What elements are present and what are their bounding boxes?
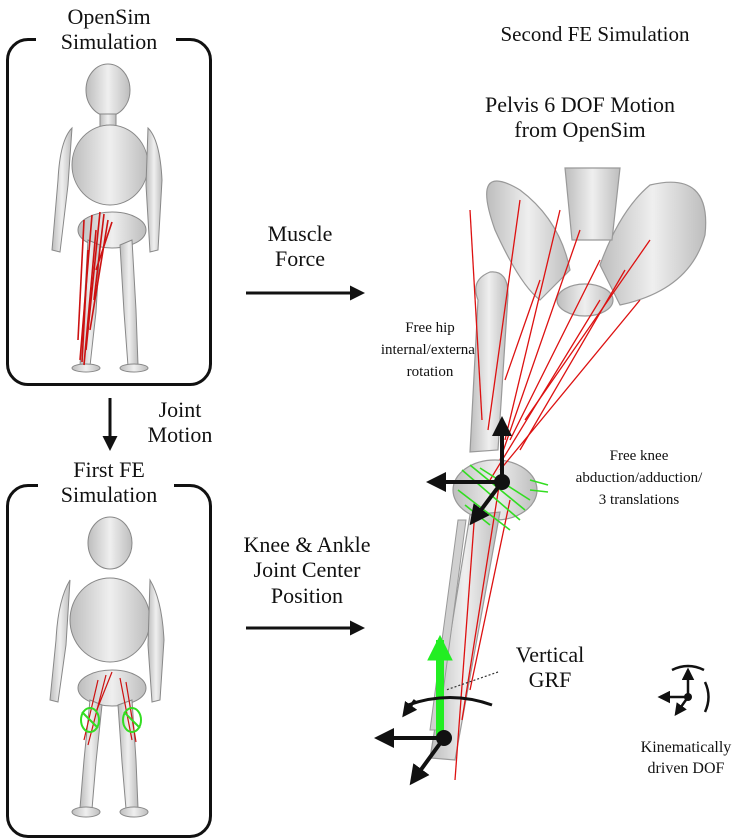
- kinematic-dof-legend-icon: [657, 664, 710, 717]
- second-fe-panel-title: Second FE Simulation: [500, 22, 690, 46]
- ankle-kinematic-frame: [374, 728, 446, 786]
- knee-kinematic-frame: [426, 416, 512, 526]
- opensim-skeleton-figure: [51, 63, 163, 373]
- first-fe-skeleton-figure: [49, 516, 165, 818]
- opensim-muscles: [77, 211, 113, 366]
- first-fe-knee-ligaments: [80, 707, 142, 733]
- pelvis-bone: [486, 167, 707, 317]
- ankle-joint-center: [436, 730, 452, 746]
- grf-leader-line: [445, 671, 499, 691]
- knee-joint-center: [494, 474, 510, 490]
- leg-muscles: [454, 199, 651, 781]
- femur-bone: [469, 271, 509, 453]
